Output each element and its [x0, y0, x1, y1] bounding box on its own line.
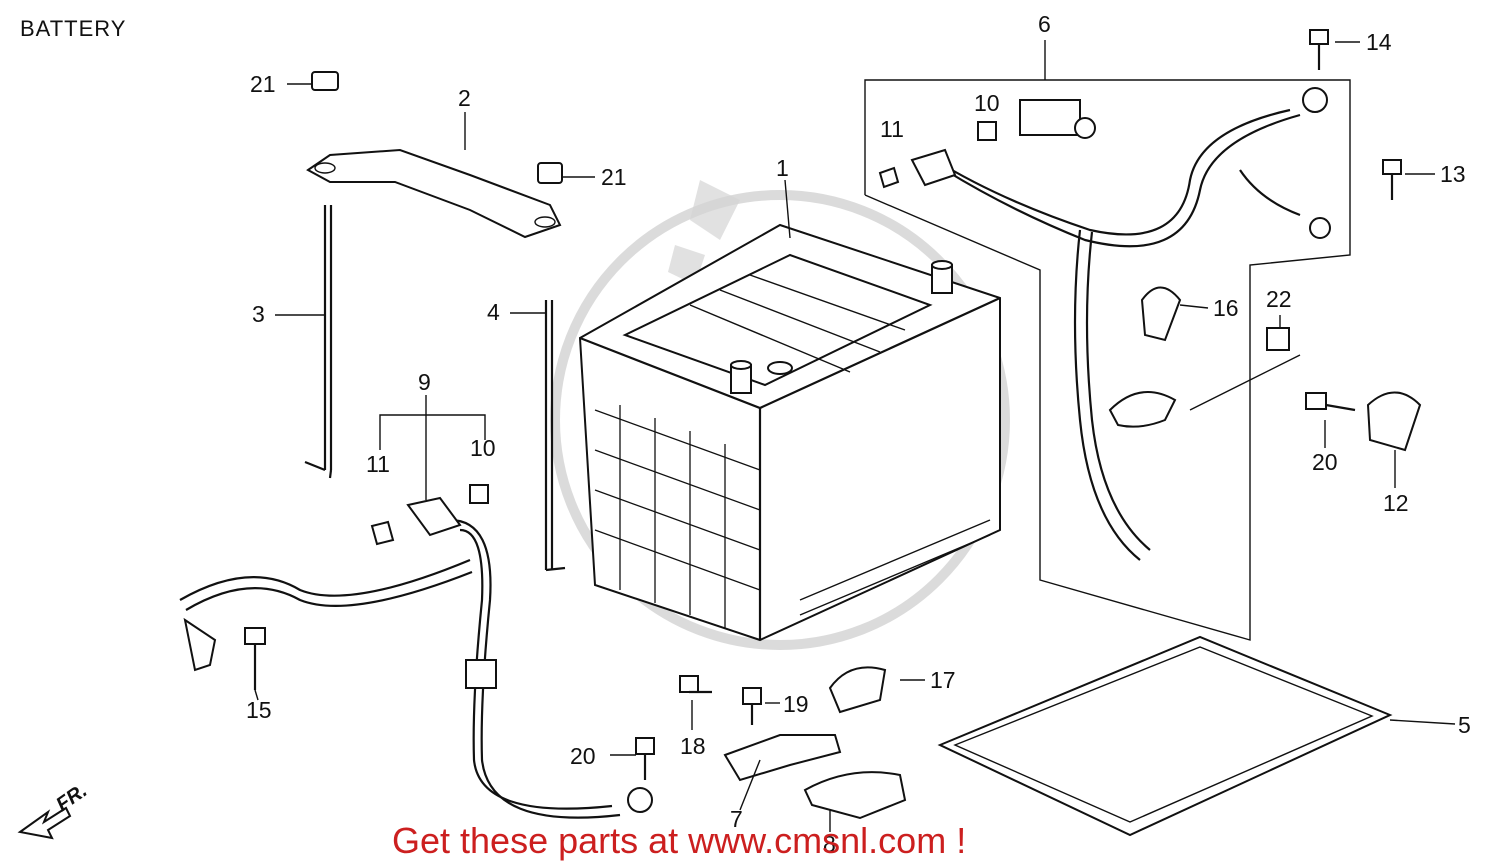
callout-10-left: 10: [470, 435, 496, 461]
battery-body: [578, 223, 1001, 642]
callout-1: 1: [776, 155, 789, 181]
callout-9: 9: [418, 369, 431, 395]
callout-21-right: 21: [601, 164, 627, 190]
callout-5: 5: [1458, 712, 1471, 738]
positive-cable-assembly: [864, 79, 1351, 641]
callout-6: 6: [1038, 11, 1051, 37]
callout-20-right: 20: [1312, 449, 1338, 475]
callout-4: 4: [487, 299, 500, 325]
callout-12: 12: [1383, 490, 1409, 516]
callout-7: 7: [730, 806, 743, 832]
callout-11-top: 11: [880, 116, 904, 142]
set-rod-3: [304, 205, 333, 479]
callout-18: 18: [680, 733, 706, 759]
diagram-title: BATTERY: [20, 16, 127, 41]
callout-20-bottom: 20: [570, 743, 596, 769]
callout-10-top: 10: [974, 90, 1000, 116]
callout-17: 17: [930, 667, 956, 693]
front-direction-label: FR.: [52, 780, 91, 817]
callout-15: 15: [246, 697, 272, 723]
callout-labels: 1 2 3 4 5 6 7 8 9 10 10 11 11 12 13 14 1…: [246, 11, 1471, 857]
callout-2: 2: [458, 85, 471, 111]
promo-banner[interactable]: Get these parts at www.cmsnl.com !: [392, 820, 967, 861]
hardware-parts: [244, 29, 1422, 820]
battery-grid: [594, 405, 761, 628]
negative-cable: [179, 496, 653, 819]
callout-3: 3: [252, 301, 265, 327]
callout-13: 13: [1440, 161, 1466, 187]
leader-lines: [254, 40, 1456, 832]
callout-19: 19: [783, 691, 809, 717]
callout-21-left: 21: [250, 71, 276, 97]
callout-14: 14: [1366, 29, 1392, 55]
callout-8: 8: [823, 831, 836, 857]
set-rod-4: [544, 300, 566, 572]
hold-down-bracket: [306, 148, 562, 239]
callout-16: 16: [1213, 295, 1239, 321]
front-direction-arrow: FR.: [17, 780, 91, 840]
battery-tray: [937, 635, 1393, 837]
callout-11-left: 11: [366, 451, 390, 477]
callout-22: 22: [1266, 286, 1292, 312]
